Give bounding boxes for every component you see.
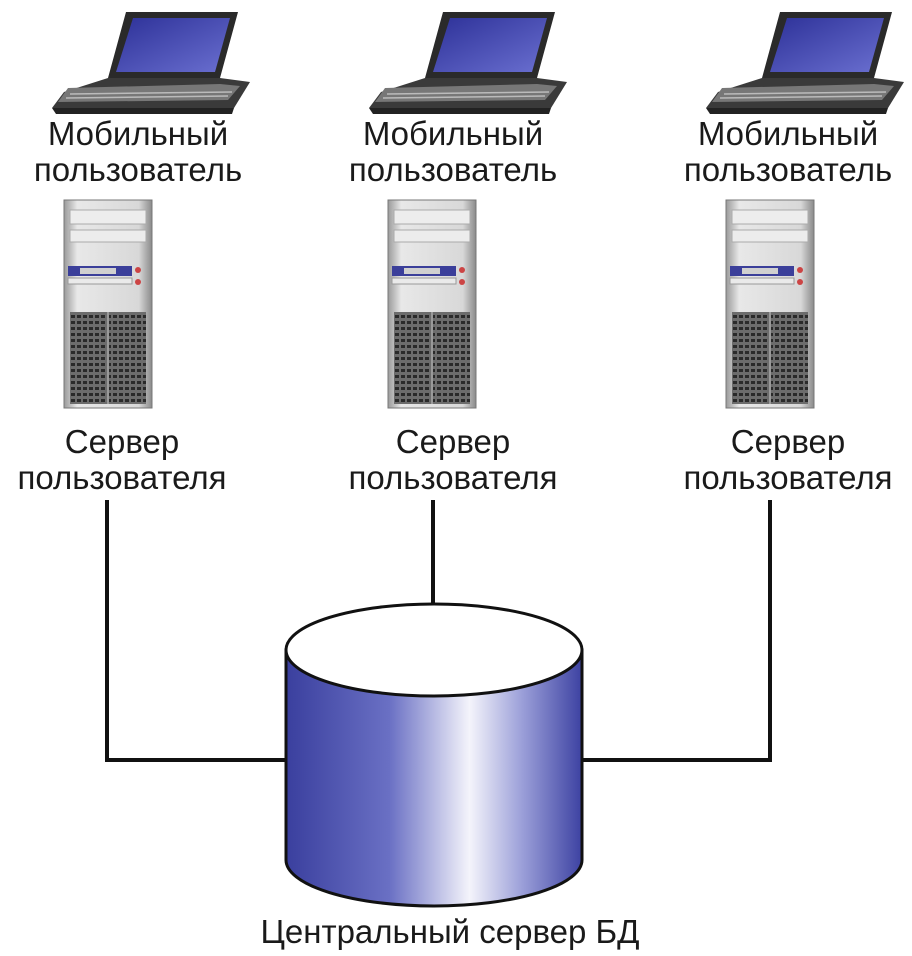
user-server-label-line1: Сервер: [730, 423, 846, 460]
laptop-icon: [368, 11, 568, 115]
central-db-label: Центральный сервер БД: [260, 913, 640, 950]
user-server-label: Сервер пользователя: [333, 424, 573, 496]
user-server-label: Сервер пользователя: [2, 424, 242, 496]
connector-lines: [105, 500, 772, 762]
mobile-user-label: Мобильный пользователь: [668, 116, 908, 188]
user-server-label-line1: Сервер: [395, 423, 511, 460]
laptop-icon: [51, 11, 251, 115]
mobile-user-label: Мобильный пользователь: [333, 116, 573, 188]
tower-server-icon: [63, 199, 153, 409]
database-cylinder-icon: [284, 602, 584, 908]
connector-left: [105, 500, 290, 762]
user-server-label-line2: пользователя: [683, 459, 893, 496]
mobile-user-label-line1: Мобильный: [362, 115, 544, 152]
mobile-user-label: Мобильный пользователь: [18, 116, 258, 188]
mobile-user-label-line1: Мобильный: [47, 115, 229, 152]
mobile-user-label-line2: пользователь: [33, 151, 243, 188]
mobile-user-label-line2: пользователь: [683, 151, 893, 188]
connector-right: [580, 500, 772, 762]
tower-server-icon: [387, 199, 477, 409]
user-server-label: Сервер пользователя: [668, 424, 908, 496]
tower-server-icon: [725, 199, 815, 409]
user-server-label-line1: Сервер: [64, 423, 180, 460]
user-server-label-line2: пользователя: [348, 459, 558, 496]
mobile-user-label-line2: пользователь: [348, 151, 558, 188]
user-server-label-line2: пользователя: [17, 459, 227, 496]
mobile-user-label-line1: Мобильный: [697, 115, 879, 152]
laptop-icon: [705, 11, 905, 115]
